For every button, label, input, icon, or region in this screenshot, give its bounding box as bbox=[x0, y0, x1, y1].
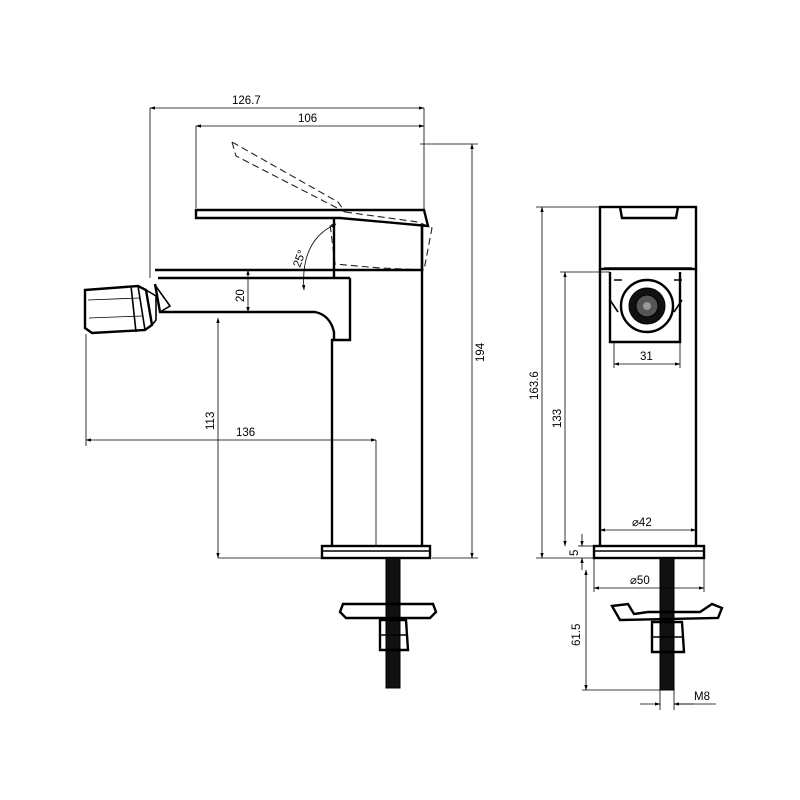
spout bbox=[153, 268, 350, 340]
dim-5: 5 bbox=[569, 550, 581, 556]
dim-136: 136 bbox=[236, 427, 255, 439]
front-view: 163.6 133 31 ⌀42 5 ⌀50 61.5 M8 bbox=[529, 205, 724, 710]
spout-underside bbox=[154, 284, 172, 313]
dim-20: 20 bbox=[235, 289, 247, 302]
dim-dia-42: ⌀42 bbox=[632, 517, 652, 529]
faucet-body bbox=[330, 226, 424, 546]
lever-raised-dashed bbox=[231, 140, 433, 271]
threaded-stud bbox=[338, 557, 438, 689]
front-nozzle bbox=[619, 278, 675, 334]
side-view: 126.7 106 194 25° 20 113 136 bbox=[83, 95, 487, 689]
front-cartridge bbox=[598, 205, 698, 271]
dim-126-7: 126.7 bbox=[232, 95, 261, 107]
dim-angle-25: 25° bbox=[292, 249, 309, 269]
front-threaded-stud bbox=[610, 557, 724, 691]
bidet-nozzle bbox=[83, 284, 157, 335]
dim-133: 133 bbox=[552, 409, 564, 428]
dim-106: 106 bbox=[298, 113, 317, 125]
dim-m8: M8 bbox=[694, 691, 710, 703]
dim-61-5: 61.5 bbox=[571, 624, 583, 646]
dim-113: 113 bbox=[205, 412, 217, 430]
front-body bbox=[598, 269, 698, 546]
dim-194: 194 bbox=[475, 342, 487, 362]
dim-163-6: 163.6 bbox=[529, 371, 541, 400]
dim-dia-50: ⌀50 bbox=[630, 575, 650, 587]
lever-handle bbox=[194, 208, 430, 228]
dim-31: 31 bbox=[640, 351, 653, 363]
base-plate bbox=[320, 544, 432, 560]
front-base-plate bbox=[592, 544, 706, 560]
cartridge-head bbox=[332, 218, 424, 272]
